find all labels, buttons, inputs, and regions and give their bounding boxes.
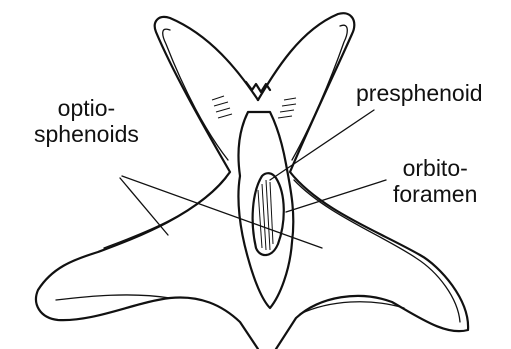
right-rim <box>292 25 347 160</box>
label-orbito-line2: foramen <box>393 181 477 207</box>
right-lower-fold <box>300 302 404 314</box>
left-lower-fold <box>56 295 170 300</box>
left-rim <box>163 29 228 160</box>
leader-optiosphenoids-left <box>120 178 168 235</box>
label-presphenoid: presphenoid <box>356 80 483 106</box>
label-optiosphenoids-line1: optio- <box>34 95 139 121</box>
foramen-shading <box>258 180 273 250</box>
label-orbito-foramen: orbito- foramen <box>393 155 477 207</box>
leader-presphenoid <box>270 110 374 180</box>
left-edge-inner <box>104 178 226 248</box>
label-optiosphenoids: optio- sphenoids <box>34 95 139 147</box>
central-body <box>238 112 293 308</box>
label-optiosphenoids-line2: sphenoids <box>34 121 139 147</box>
left-wing-outline <box>36 17 258 349</box>
label-orbito-line1: orbito- <box>393 155 477 181</box>
right-wing-shading <box>278 98 296 118</box>
left-wing-shading <box>212 96 232 118</box>
